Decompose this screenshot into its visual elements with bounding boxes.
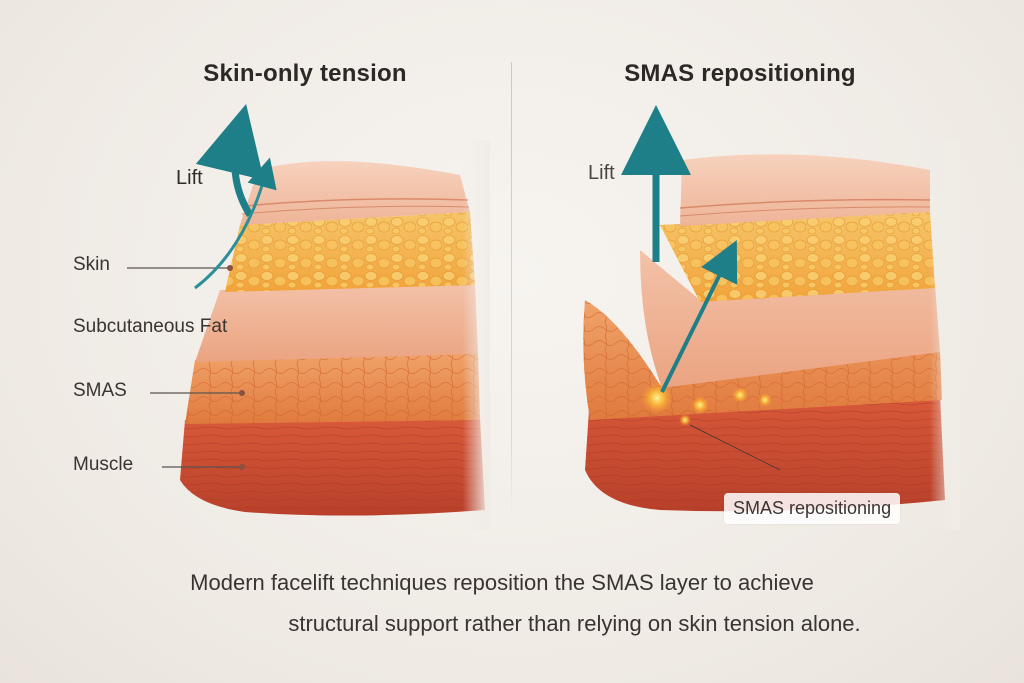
right-lift-arrows [621, 105, 738, 393]
right-tissue-block [583, 140, 960, 530]
subcutaneous-fat-label: Subcutaneous Fat [73, 316, 228, 337]
caption-line-2: structural support rather than relying o… [288, 611, 861, 636]
panel-divider [511, 62, 512, 522]
left-lift-arrows [194, 103, 277, 290]
right-panel-title: SMAS repositioning [624, 60, 856, 87]
left-lift-label: Lift [176, 167, 203, 189]
right-lift-label: Lift [588, 162, 615, 184]
left-tissue-block [180, 140, 490, 530]
caption: Modern facelift techniques reposition th… [0, 562, 1024, 644]
smas-label: SMAS [73, 380, 127, 401]
left-leader-lines [127, 265, 245, 470]
skin-label: Skin [73, 254, 110, 275]
muscle-label: Muscle [73, 454, 134, 475]
caption-line-1: Modern facelift techniques reposition th… [190, 570, 814, 595]
left-panel-title: Skin-only tension [203, 60, 407, 87]
smas-repositioning-callout: SMAS repositioning [724, 493, 901, 524]
